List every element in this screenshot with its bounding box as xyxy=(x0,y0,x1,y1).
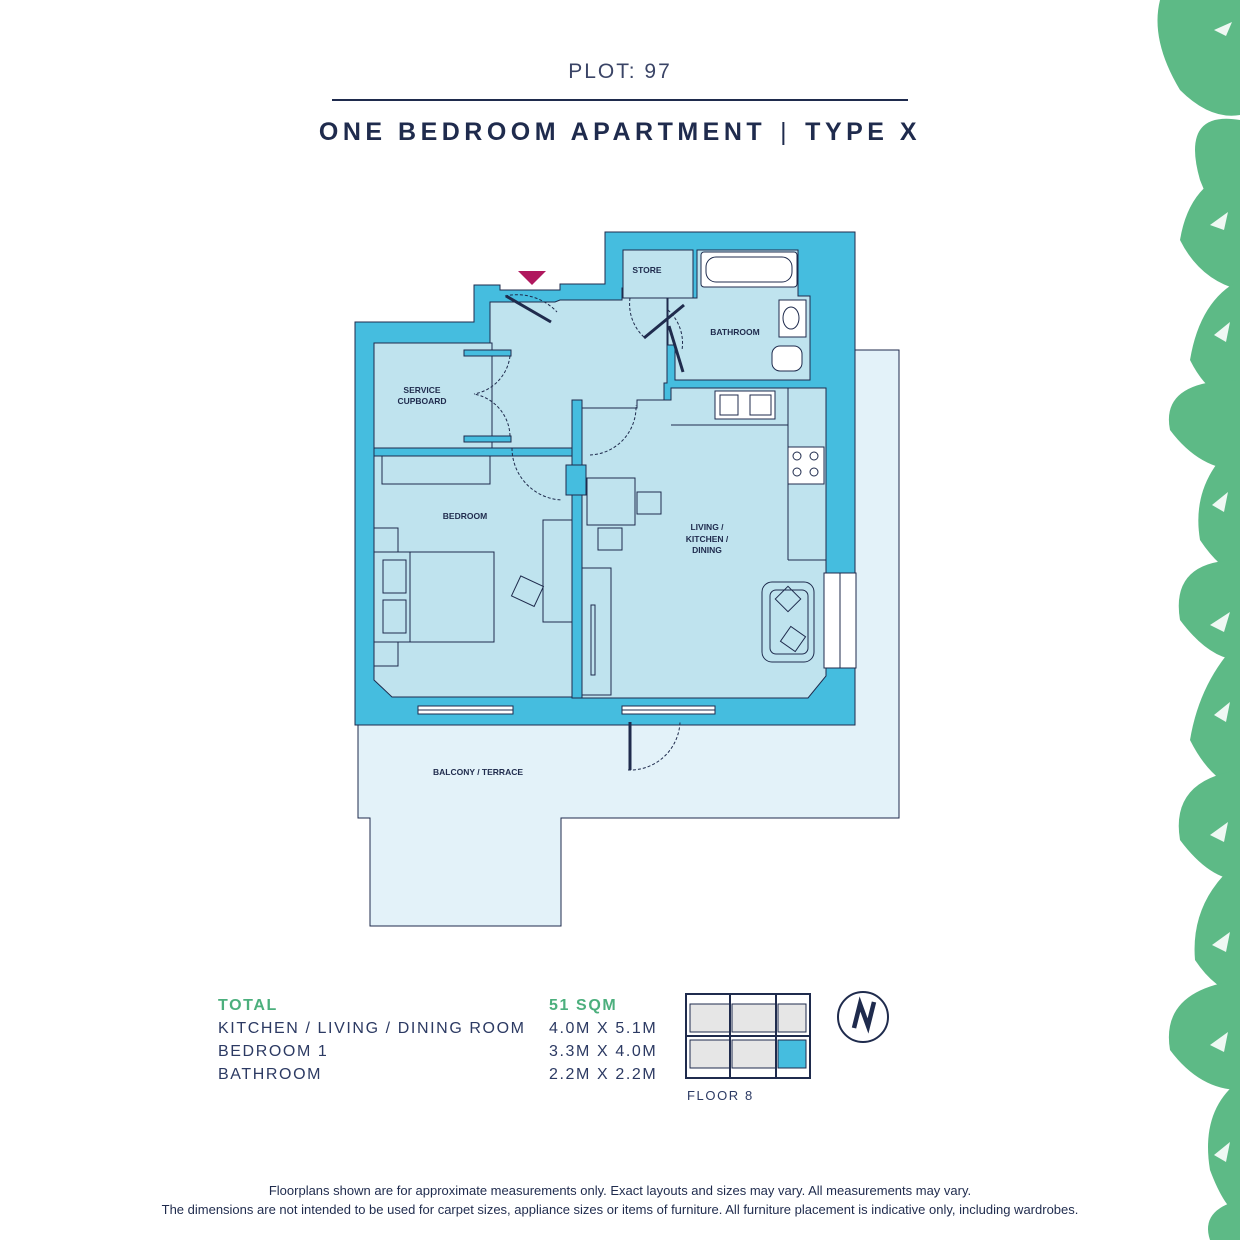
leaf-decoration-icon xyxy=(1157,0,1240,1240)
plot-number: PLOT: 97 xyxy=(568,60,672,83)
label-bathroom: BATHROOM xyxy=(710,327,759,337)
label-living-line1: LIVING / xyxy=(690,522,724,532)
store-room xyxy=(622,249,694,299)
label-store: STORE xyxy=(632,265,661,275)
title-separator: | xyxy=(780,118,792,146)
room-dimensions: 2.2M X 2.2M xyxy=(549,1066,658,1083)
service-cupboard xyxy=(373,342,493,449)
room-dimensions: 3.3M X 4.0M xyxy=(549,1043,658,1060)
apartment-title: ONE BEDROOM APARTMENT | TYPE X xyxy=(300,118,940,147)
bedroom xyxy=(373,455,573,698)
label-living-line2: KITCHEN / xyxy=(686,534,729,544)
apartment-variant: TYPE X xyxy=(805,118,922,146)
entrance-arrow-icon xyxy=(518,271,546,285)
room-name: BEDROOM 1 xyxy=(218,1043,329,1060)
room-dimension-row: KITCHEN / LIVING / DINING ROOM 4.0M X 5.… xyxy=(218,1017,658,1040)
total-row: TOTAL 51 SQM xyxy=(218,994,658,1017)
highlighted-unit xyxy=(777,1039,807,1069)
disclaimer: Floorplans shown are for approximate mea… xyxy=(0,1181,1240,1219)
floor-plan: STORE BATHROOM SERVICE CUPBOARD BEDROOM … xyxy=(354,231,900,927)
header-divider xyxy=(332,99,908,101)
room-dimension-row: BATHROOM 2.2M X 2.2M xyxy=(218,1063,658,1086)
room-name: KITCHEN / LIVING / DINING ROOM xyxy=(218,1020,526,1037)
area-summary: TOTAL 51 SQM KITCHEN / LIVING / DINING R… xyxy=(218,994,658,1086)
total-label: TOTAL xyxy=(218,997,278,1014)
room-name: BATHROOM xyxy=(218,1066,323,1083)
label-balcony: BALCONY / TERRACE xyxy=(433,767,523,777)
living-kitchen-dining xyxy=(581,387,827,699)
room-dimensions: 4.0M X 5.1M xyxy=(549,1020,658,1037)
floor-label: FLOOR 8 xyxy=(687,1088,754,1103)
floor-key-plan xyxy=(685,993,811,1079)
label-living-line3: DINING xyxy=(692,545,722,555)
label-service-line1: SERVICE xyxy=(403,385,440,395)
label-bedroom: BEDROOM xyxy=(443,511,487,521)
room-dimension-row: BEDROOM 1 3.3M X 4.0M xyxy=(218,1040,658,1063)
total-value: 51 SQM xyxy=(549,997,618,1014)
disclaimer-line-1: Floorplans shown are for approximate mea… xyxy=(268,1183,972,1198)
north-compass-icon xyxy=(837,991,889,1043)
apartment-type: ONE BEDROOM APARTMENT xyxy=(318,118,767,146)
label-service-line2: CUPBOARD xyxy=(397,396,446,406)
disclaimer-line-2: The dimensions are not intended to be us… xyxy=(161,1202,1079,1217)
